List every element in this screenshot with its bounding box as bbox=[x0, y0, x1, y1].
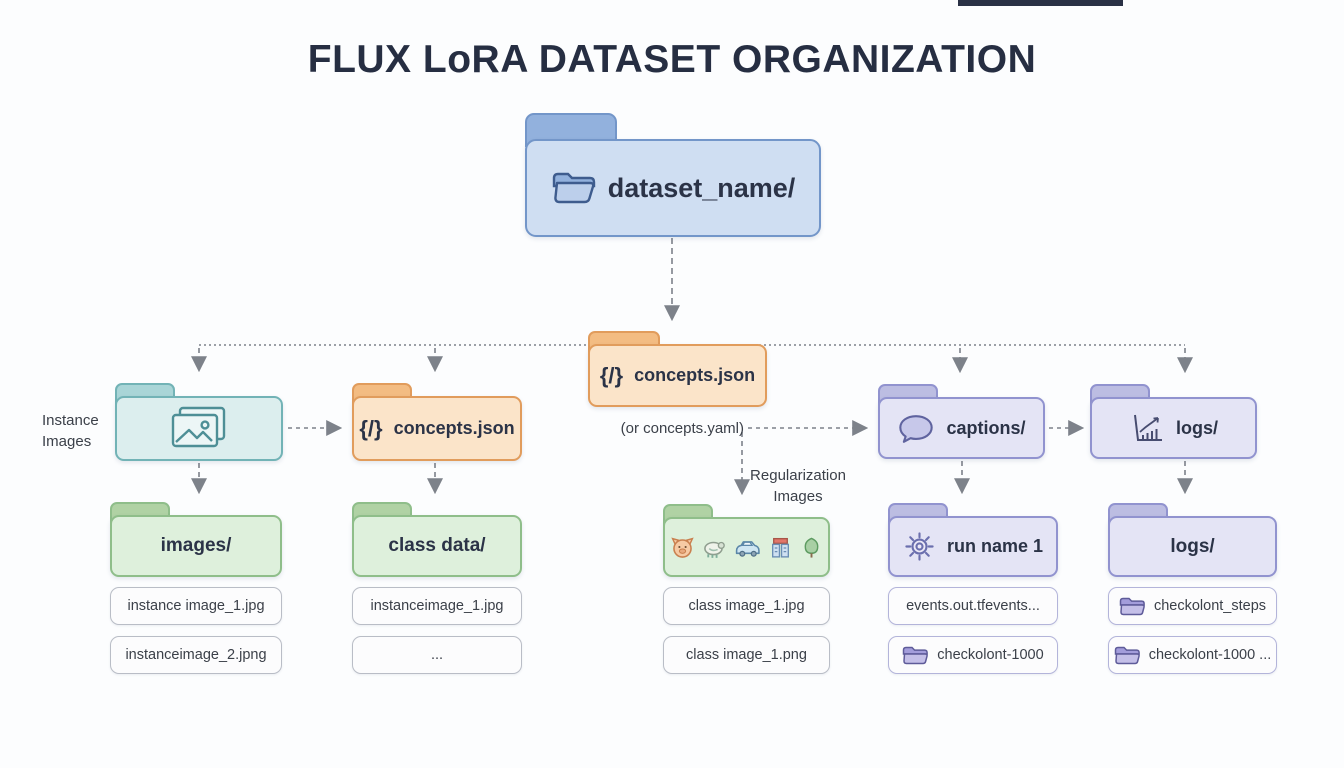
file-label: class image_1.png bbox=[686, 647, 807, 663]
folder-logs-top: logs/ bbox=[1090, 384, 1257, 459]
file-item: checkolont-1000 bbox=[888, 636, 1058, 674]
folder-label: images/ bbox=[160, 535, 232, 556]
folder-icon bbox=[1119, 597, 1145, 616]
file-item: checkolont_steps bbox=[1108, 587, 1277, 625]
file-item: instance image_1.jpg bbox=[110, 587, 282, 625]
folder-label: concepts.json bbox=[634, 365, 756, 385]
animal-face-icon bbox=[670, 535, 695, 560]
file-item: events.out.tfevents... bbox=[888, 587, 1058, 625]
file-label: checkolont-1000 bbox=[937, 647, 1044, 663]
file-item: instanceimage_2.jpng bbox=[110, 636, 282, 674]
speech-bubble-icon bbox=[897, 413, 935, 444]
folder-label: captions/ bbox=[946, 417, 1026, 438]
folder-captions: captions/ bbox=[878, 384, 1045, 459]
folder-label: class data/ bbox=[388, 535, 486, 556]
file-label: checkolont-1000 ... bbox=[1148, 647, 1272, 663]
photo-stack-icon bbox=[167, 406, 231, 452]
instance-images-side-label: Instance Images bbox=[42, 412, 99, 450]
edge-artifact-strip bbox=[958, 0, 1123, 6]
chart-icon bbox=[1129, 413, 1165, 444]
folder-concepts-json-center: {/} concepts.json bbox=[588, 331, 767, 407]
folder-concepts-json-left: {/} concepts.json bbox=[352, 383, 522, 461]
regularization-images-label: Regularization Images bbox=[750, 467, 846, 505]
folder-label: logs/ bbox=[1170, 535, 1215, 557]
file-label: instanceimage_1.jpg bbox=[370, 598, 504, 614]
folder-label: logs/ bbox=[1175, 417, 1218, 438]
file-label: instanceimage_2.jpng bbox=[125, 647, 267, 663]
folder-instance-images bbox=[115, 383, 283, 461]
root-folder-label: dataset_name/ bbox=[607, 172, 796, 203]
folder-label: run name 1 bbox=[946, 536, 1044, 556]
page-title: FLUX LoRA DATASET ORGANIZATION bbox=[307, 38, 1037, 81]
folder-class-data: class data/ bbox=[352, 502, 522, 577]
folder-label: concepts.json bbox=[393, 418, 515, 438]
folder-run-name: run name 1 bbox=[888, 503, 1058, 577]
sheep-icon bbox=[702, 535, 727, 560]
car-icon bbox=[734, 535, 761, 560]
file-label: ... bbox=[430, 647, 444, 663]
folder-regularization-images bbox=[663, 504, 830, 577]
tree-icon bbox=[800, 535, 823, 560]
folder-icon bbox=[902, 646, 929, 665]
file-item: instanceimage_1.jpg bbox=[352, 587, 522, 625]
folder-logs-bottom: logs/ bbox=[1108, 503, 1277, 577]
file-item: ... bbox=[352, 636, 522, 674]
file-label: class image_1.jpg bbox=[688, 598, 805, 614]
code-braces-icon: {/} bbox=[599, 362, 624, 388]
folder-icon bbox=[1114, 646, 1140, 665]
file-item: checkolont-1000 ... bbox=[1108, 636, 1277, 674]
file-label: events.out.tfevents... bbox=[906, 598, 1040, 614]
file-label: checkolont_steps bbox=[1153, 598, 1267, 614]
folder-images: images/ bbox=[110, 502, 282, 577]
building-icon bbox=[768, 535, 793, 560]
file-label: instance image_1.jpg bbox=[127, 598, 265, 614]
file-item: class image_1.jpg bbox=[663, 587, 830, 625]
concepts-yaml-alt-label: (or concepts.yaml) bbox=[620, 420, 744, 437]
open-folder-icon bbox=[551, 170, 597, 206]
root-folder-dataset-name: dataset_name/ bbox=[525, 113, 821, 237]
file-item: class image_1.png bbox=[663, 636, 830, 674]
gear-icon bbox=[903, 530, 936, 563]
code-braces-icon: {/} bbox=[359, 415, 383, 441]
